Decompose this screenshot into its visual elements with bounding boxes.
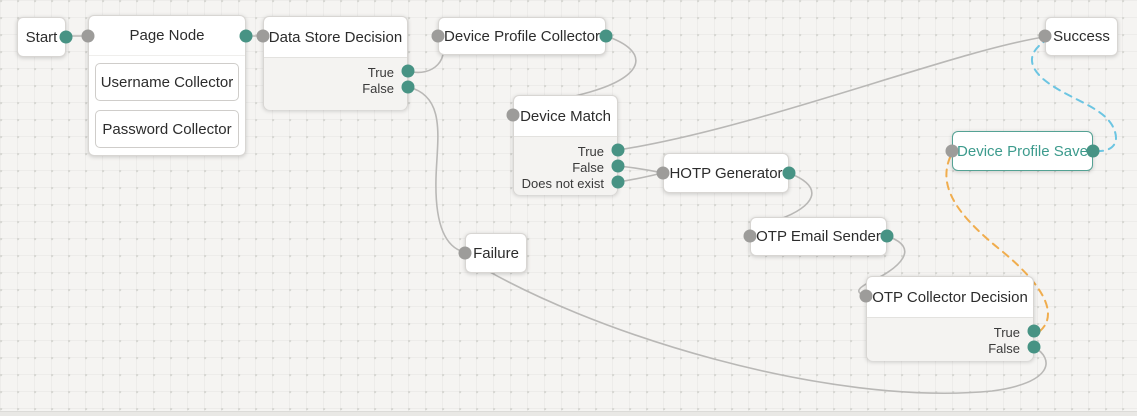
connection-datastore-false-failure[interactable] (407, 86, 465, 253)
node-start-label: Start (25, 28, 58, 46)
port-in-page-node[interactable] (81, 29, 95, 43)
node-otp-collector-decision[interactable]: OTP Collector Decision True False (866, 276, 1034, 361)
outcome-false: False (362, 81, 394, 96)
node-username-collector-label: Username Collector (100, 73, 234, 91)
connection-otpcollector-false-failure[interactable] (465, 257, 1047, 394)
port-in-otp-collector-decision[interactable] (859, 289, 873, 303)
canvas-bottom-edge (0, 411, 1137, 416)
node-page-node[interactable]: Page Node Username Collector Password Co… (88, 15, 246, 156)
connection-devicematch-true-success[interactable] (617, 36, 1045, 151)
outcome-true: True (367, 65, 394, 80)
node-failure-label: Failure (473, 244, 519, 262)
node-password-collector[interactable]: Password Collector (95, 110, 239, 148)
port-out-start[interactable] (59, 30, 73, 44)
node-device-profile-collector[interactable]: Device Profile Collector (438, 17, 606, 55)
port-in-failure[interactable] (458, 246, 472, 260)
port-out-data-store-decision-false[interactable] (401, 80, 415, 94)
outcome-false: False (572, 160, 604, 175)
outcome-false: False (988, 341, 1020, 356)
port-out-device-profile-collector[interactable] (599, 29, 613, 43)
port-out-data-store-decision-true[interactable] (401, 64, 415, 78)
node-hotp-generator[interactable]: HOTP Generator (663, 153, 789, 193)
node-device-profile-save[interactable]: Device Profile Save (952, 131, 1093, 171)
outcome-true: True (577, 144, 604, 159)
outcome-list: True False Does not exist (514, 136, 617, 195)
connection-deviceprofilesave-success[interactable] (1031, 40, 1117, 153)
port-out-hotp-generator[interactable] (782, 166, 796, 180)
node-otp-collector-decision-label: OTP Collector Decision (872, 288, 1028, 306)
node-username-collector[interactable]: Username Collector (95, 63, 239, 101)
port-in-hotp-generator[interactable] (656, 166, 670, 180)
port-out-page-node[interactable] (239, 29, 253, 43)
node-failure[interactable]: Failure (465, 233, 527, 273)
port-out-otp-collector-decision-false[interactable] (1027, 340, 1041, 354)
node-success[interactable]: Success (1045, 17, 1118, 56)
node-hotp-generator-label: HOTP Generator (669, 164, 783, 182)
connection-otpcollector-true-deviceprofilesave[interactable] (945, 152, 1049, 332)
outcome-does-not-exist: Does not exist (521, 176, 604, 191)
port-in-device-match[interactable] (506, 108, 520, 122)
node-otp-email-sender[interactable]: OTP Email Sender (750, 217, 887, 256)
port-in-device-profile-collector[interactable] (431, 29, 445, 43)
port-out-device-match-false[interactable] (611, 159, 625, 173)
port-out-device-match-does-not-exist[interactable] (611, 175, 625, 189)
node-success-label: Success (1053, 28, 1110, 45)
port-out-device-profile-save[interactable] (1086, 144, 1100, 158)
node-device-profile-save-label: Device Profile Save (957, 142, 1088, 160)
node-otp-email-sender-label: OTP Email Sender (756, 228, 881, 245)
node-device-match[interactable]: Device Match True False Does not exist (513, 95, 618, 195)
node-data-store-decision[interactable]: Data Store Decision True False (263, 16, 408, 110)
outcome-list: True False (867, 317, 1033, 361)
outcome-list: True False (264, 57, 407, 110)
port-in-otp-email-sender[interactable] (743, 229, 757, 243)
node-device-match-label: Device Match (520, 107, 611, 125)
port-in-success[interactable] (1038, 29, 1052, 43)
port-in-device-profile-save[interactable] (945, 144, 959, 158)
port-out-device-match-true[interactable] (611, 143, 625, 157)
node-data-store-decision-label: Data Store Decision (268, 28, 403, 46)
port-out-otp-collector-decision-true[interactable] (1027, 324, 1041, 338)
outcome-true: True (993, 325, 1020, 340)
port-out-otp-email-sender[interactable] (880, 229, 894, 243)
node-page-node-label: Page Node (89, 16, 245, 56)
port-in-data-store-decision[interactable] (256, 29, 270, 43)
node-password-collector-label: Password Collector (102, 120, 232, 138)
node-device-profile-collector-label: Device Profile Collector (444, 27, 600, 45)
